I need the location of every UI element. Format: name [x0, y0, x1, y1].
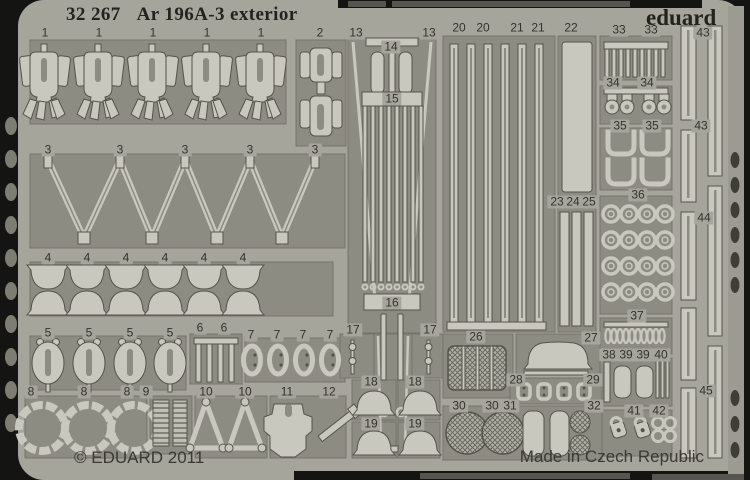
part-17-pins	[348, 339, 433, 375]
film-sprocket-left	[5, 117, 17, 432]
made-in-text: Made in Czech Republic	[519, 447, 704, 466]
part-6-comb	[193, 337, 239, 383]
part-34-clevis	[603, 87, 672, 115]
part-7-rings	[241, 343, 341, 377]
film-sprocket-right	[728, 6, 744, 474]
part-33-hinge	[603, 41, 669, 78]
part-41-42	[609, 416, 677, 443]
part-43-45-strips	[680, 25, 723, 459]
copyright-text: © EDUARD 2011	[74, 448, 205, 467]
part-2	[299, 47, 343, 137]
part-26-mesh	[447, 345, 507, 391]
part-1-cylinders	[18, 43, 288, 121]
bottom-edge-bar	[420, 473, 630, 479]
part-27-fairing	[522, 341, 594, 376]
part-35-channels	[605, 129, 671, 187]
part-10-triangles	[185, 394, 267, 453]
top-edge-bar	[392, 1, 630, 7]
part-20-21-strips	[446, 43, 547, 331]
part-9-corrugated	[152, 399, 188, 447]
part-37-loops	[603, 321, 669, 345]
part-11-12	[263, 403, 363, 458]
brand-logo: eduard	[646, 5, 717, 30]
part-8-rings	[15, 401, 161, 455]
part-30-32	[445, 410, 591, 457]
product-title: Ar 196A-3 exterior	[136, 4, 298, 25]
part-36-grommets	[601, 204, 675, 302]
part-22-25	[559, 41, 594, 327]
part-3-struts	[43, 151, 320, 246]
bottom-edge-bar	[652, 474, 744, 480]
top-edge-bar	[348, 1, 386, 7]
catalog-number: 32 267	[66, 4, 121, 25]
header: 32 267 Ar 196A-3 exterior	[66, 4, 298, 26]
